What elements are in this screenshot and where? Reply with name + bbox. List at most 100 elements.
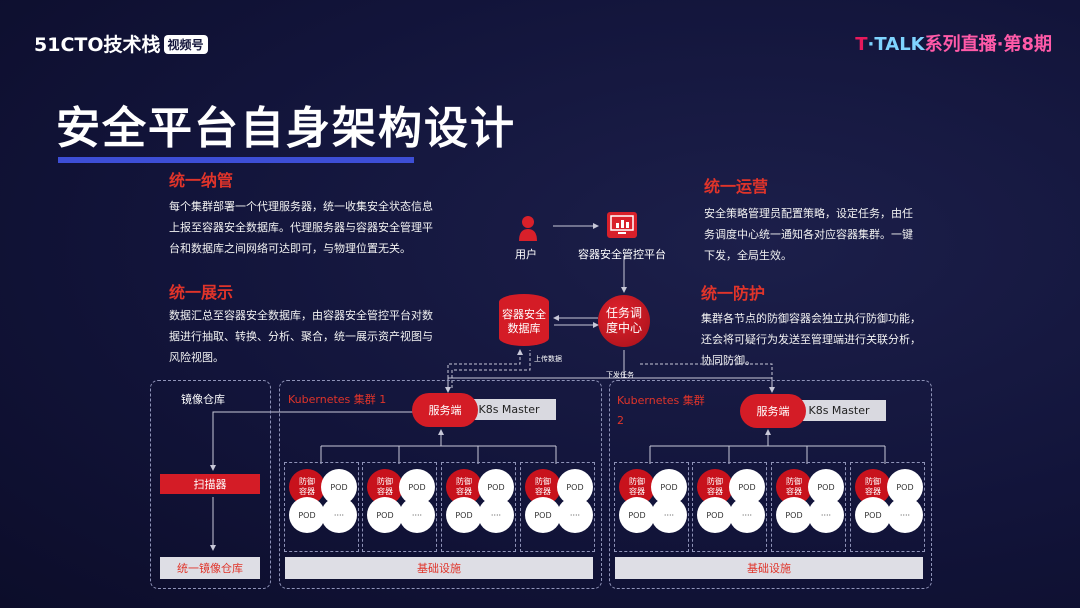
dispatch-task-label: 下发任务 <box>606 371 634 379</box>
task-scheduler-node: 任务调 度中心 <box>598 295 650 347</box>
pod-more: ···· <box>557 497 593 533</box>
text-unified-defense: 集群各节点的防御容器会独立执行防御功能， 还会将可疑行为发送至管理端进行关联分析… <box>701 308 921 371</box>
cluster-2-title-line: Kubernetes 集群 <box>617 394 705 407</box>
defense-container-label-line: 容器 <box>535 487 551 496</box>
pod-more: ···· <box>651 497 687 533</box>
text-line: 每个集群部署一个代理服务器，统一收集安全状态信息 <box>169 200 433 213</box>
defense-container-label-line: 防御 <box>535 477 551 486</box>
series-episode: 系列直播·第8期 <box>924 34 1052 55</box>
heading-unified-management: 统一纳管 <box>169 171 234 190</box>
pod-more: ···· <box>399 497 435 533</box>
platform-label: 容器安全管控平台 <box>578 248 666 261</box>
text-line: 台和数据库之间网络可达即可，与物理位置无关。 <box>169 242 411 255</box>
user-icon <box>519 216 537 241</box>
defense-container-label-line: 防御 <box>865 477 881 486</box>
pod: POD <box>367 497 403 533</box>
database-label-line: 容器安全 <box>502 308 546 321</box>
unified-registry-box: 统一镜像仓库 <box>160 557 260 579</box>
defense-container-label-line: 容器 <box>299 487 315 496</box>
defense-container-label: 防御容器 <box>456 477 472 497</box>
defense-container-label-line: 防御 <box>629 477 645 486</box>
cluster-2-title-line: 2 <box>617 414 624 427</box>
pod: POD <box>855 497 891 533</box>
pod: POD <box>525 497 561 533</box>
pod: POD <box>619 497 655 533</box>
defense-container-label-line: 防御 <box>377 477 393 486</box>
user-label: 用户 <box>515 248 537 261</box>
heading-unified-operation: 统一运营 <box>704 177 769 196</box>
pod-more: ···· <box>321 497 357 533</box>
text-line: 集群各节点的防御容器会独立执行防御功能， <box>701 312 921 325</box>
defense-container: 防御容器 <box>776 469 812 505</box>
brand-logo-text: 51CTO技术栈 <box>34 34 161 56</box>
database-icon <box>499 294 549 346</box>
text-line: 上报至容器安全数据库。代理服务器与容器安全管理平 <box>169 221 433 234</box>
defense-container-label-line: 防御 <box>299 477 315 486</box>
cluster-2-box <box>609 380 932 589</box>
brand-logo: 51CTO技术栈视频号 <box>34 30 208 57</box>
text-line: 还会将可疑行为发送至管理端进行关联分析， <box>701 333 921 346</box>
title-underline <box>58 157 414 163</box>
defense-container-label-line: 容器 <box>707 487 723 496</box>
page-title: 安全平台自身架构设计 <box>56 103 516 154</box>
cluster-1-title: Kubernetes 集群 1 <box>288 393 387 406</box>
text-unified-operation: 安全策略管理员配置策略，设定任务，由任 务调度中心统一通知各对应容器集群。一键 … <box>704 203 913 266</box>
defense-container-label: 防御容器 <box>786 477 802 497</box>
defense-container-label: 防御容器 <box>299 477 315 497</box>
cluster-2-title: Kubernetes 集群 2 <box>617 391 705 431</box>
defense-container-label: 防御容器 <box>707 477 723 497</box>
database-label-line: 数据库 <box>507 322 541 335</box>
defense-container-label-line: 容器 <box>865 487 881 496</box>
pod-more: ···· <box>478 497 514 533</box>
text-line: 安全策略管理员配置策略，设定任务，由任 <box>704 207 913 220</box>
series-talk: ·TALK <box>867 34 925 55</box>
pod: POD <box>289 497 325 533</box>
pod: POD <box>776 497 812 533</box>
defense-container-label-line: 防御 <box>456 477 472 486</box>
registry-box <box>150 380 271 589</box>
defense-container-label-line: 容器 <box>786 487 802 496</box>
defense-container-label-line: 防御 <box>707 477 723 486</box>
registry-title: 镜像仓库 <box>181 393 225 406</box>
text-line: 风险视图。 <box>169 351 224 364</box>
scheduler-label-line: 度中心 <box>605 321 642 335</box>
cluster-1-box <box>279 380 602 589</box>
text-unified-display: 数据汇总至容器安全数据库，由容器安全管控平台对数 据进行抽取、转换、分析、聚合，… <box>169 305 433 368</box>
infrastructure-2: 基础设施 <box>615 557 923 579</box>
heading-unified-defense: 统一防护 <box>701 284 766 303</box>
infrastructure-1: 基础设施 <box>285 557 593 579</box>
defense-container-label-line: 防御 <box>786 477 802 486</box>
heading-unified-display: 统一展示 <box>169 283 234 302</box>
k8s-master-2: K8s Master <box>792 400 886 421</box>
defense-container-label: 防御容器 <box>629 477 645 497</box>
text-line: 务调度中心统一通知各对应容器集群。一键 <box>704 228 913 241</box>
pod-more: ···· <box>729 497 765 533</box>
monitor-icon <box>607 212 637 238</box>
server-cloud-1: 服务端 <box>412 393 478 427</box>
k8s-master-1: K8s Master <box>462 399 556 420</box>
text-unified-management: 每个集群部署一个代理服务器，统一收集安全状态信息 上报至容器安全数据库。代理服务… <box>169 196 433 259</box>
database-label: 容器安全 数据库 <box>495 308 553 336</box>
defense-container-label: 防御容器 <box>535 477 551 497</box>
text-line: 下发，全局生效。 <box>704 249 792 262</box>
series-logo: T·TALK系列直播·第8期 <box>855 30 1052 56</box>
defense-container-label-line: 容器 <box>377 487 393 496</box>
defense-container-label-line: 容器 <box>456 487 472 496</box>
pod: POD <box>697 497 733 533</box>
pod: POD <box>446 497 482 533</box>
brand-badge: 视频号 <box>163 35 208 54</box>
defense-container-label: 防御容器 <box>865 477 881 497</box>
pod-more: ···· <box>887 497 923 533</box>
text-line: 数据汇总至容器安全数据库，由容器安全管控平台对数 <box>169 309 433 322</box>
defense-container: 防御容器 <box>446 469 482 505</box>
scheduler-label-line: 任务调 <box>605 306 642 320</box>
